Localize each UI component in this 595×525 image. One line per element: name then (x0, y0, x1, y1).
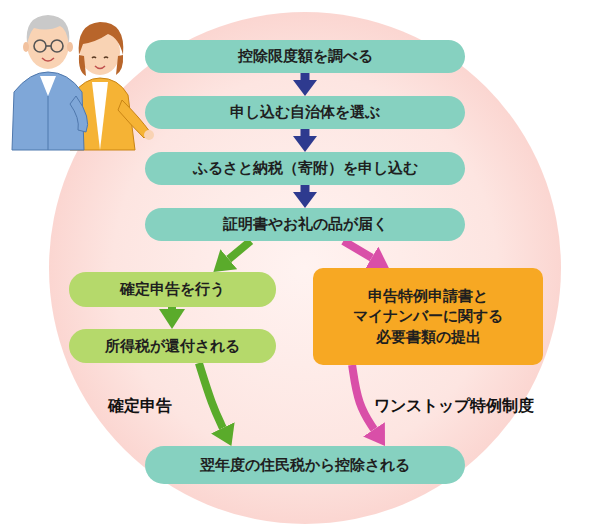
step-box: 証明書やお礼の品が届く (145, 208, 465, 241)
step-text: 翌年度の住民税から控除される (200, 455, 410, 475)
step-box: ふるさと納税（寄附）を申し込む (145, 152, 465, 185)
step-text: 確定申告を行う (120, 279, 225, 299)
step-box: 控除限度額を調べる (145, 40, 465, 73)
flow-arrow (168, 307, 176, 309)
result-box: 翌年度の住民税から控除される (145, 446, 465, 484)
tax-return-box: 所得税が還付される (69, 329, 276, 363)
one-stop-box: 申告特例申請書と マイナンバーに関する 必要書類の提出 (313, 268, 543, 365)
step-box: 申し込む自治体を選ぶ (145, 96, 465, 129)
tax-return-box: 確定申告を行う (69, 272, 276, 307)
flow-arrow (343, 241, 371, 258)
flow-arrow (199, 363, 223, 428)
route-label: 確定申告 (108, 396, 172, 417)
flow-arrow (229, 241, 251, 259)
background-circle (49, 12, 561, 524)
step-text: ふるさと納税（寄附）を申し込む (193, 158, 418, 178)
route-label: ワンストップ特例制度 (374, 396, 534, 417)
flow-arrow (301, 73, 310, 80)
step-text: 証明書やお礼の品が届く (223, 214, 388, 234)
flow-arrow (301, 129, 310, 136)
couple-illustration (12, 15, 154, 150)
step-text: 控除限度額を調べる (238, 46, 373, 66)
step-text: 申告特例申請書と マイナンバーに関する 必要書類の提出 (327, 286, 529, 347)
step-text: 申し込む自治体を選ぶ (230, 102, 380, 122)
flow-arrow (352, 365, 374, 429)
flow-arrow (301, 185, 310, 192)
step-text: 所得税が還付される (105, 336, 240, 356)
